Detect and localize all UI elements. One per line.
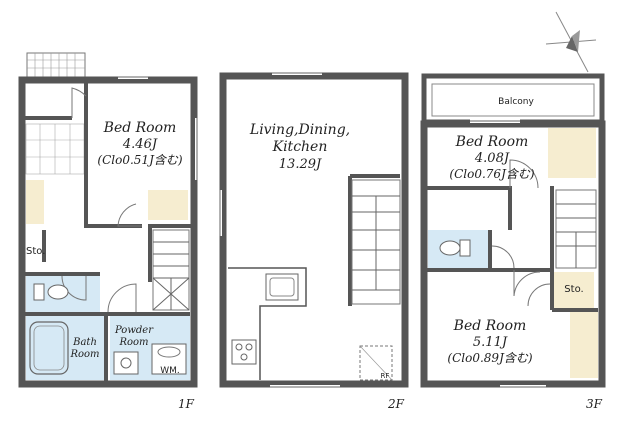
- floor-3f: [420, 73, 606, 389]
- bedroom-1f-size: 4.46J: [122, 137, 158, 152]
- bedroom-3f-b-name: Bed Room: [453, 318, 527, 334]
- floor-3f-label: 3F: [586, 397, 603, 411]
- ldk-line1: Living,Dining,: [249, 122, 350, 138]
- washer-label: WM.: [160, 366, 180, 376]
- balcony-label: Balcony: [498, 97, 534, 107]
- stairs-3f: [555, 189, 597, 269]
- bedroom-1f-name: Bed Room: [103, 120, 177, 136]
- bedroom-3f-a-closet: (Clo0.76J含む): [449, 167, 534, 181]
- powder-line1: Powder: [114, 325, 154, 336]
- bedroom-1f-closet: (Clo0.51J含む): [97, 153, 182, 167]
- stairs-2f: [351, 179, 401, 305]
- ldk-line2: Kitchen: [272, 139, 328, 155]
- bedroom-3f-b-closet: (Clo0.89J含む): [447, 351, 532, 365]
- stairs-1f: [152, 229, 190, 311]
- floor-2f-label: 2F: [387, 397, 405, 411]
- bath-line1: Bath: [72, 337, 97, 348]
- floor-2f: [218, 71, 409, 389]
- storage-3f-label: Sto.: [564, 284, 583, 295]
- bedroom-3f-a-name: Bed Room: [455, 134, 529, 150]
- north-arrow-icon: [545, 11, 597, 73]
- floor-1f-label: 1F: [178, 397, 195, 411]
- bedroom-3f-a-size: 4.08J: [474, 151, 510, 166]
- bedroom-3f-b-size: 5.11J: [473, 335, 508, 350]
- fridge-label: RF: [381, 372, 390, 380]
- floor-1f: [18, 52, 199, 388]
- ldk-size: 13.29J: [279, 157, 322, 172]
- bath-line2: Room: [69, 349, 99, 360]
- storage-1f-label: Sto.: [26, 246, 45, 257]
- powder-line2: Room: [118, 337, 148, 348]
